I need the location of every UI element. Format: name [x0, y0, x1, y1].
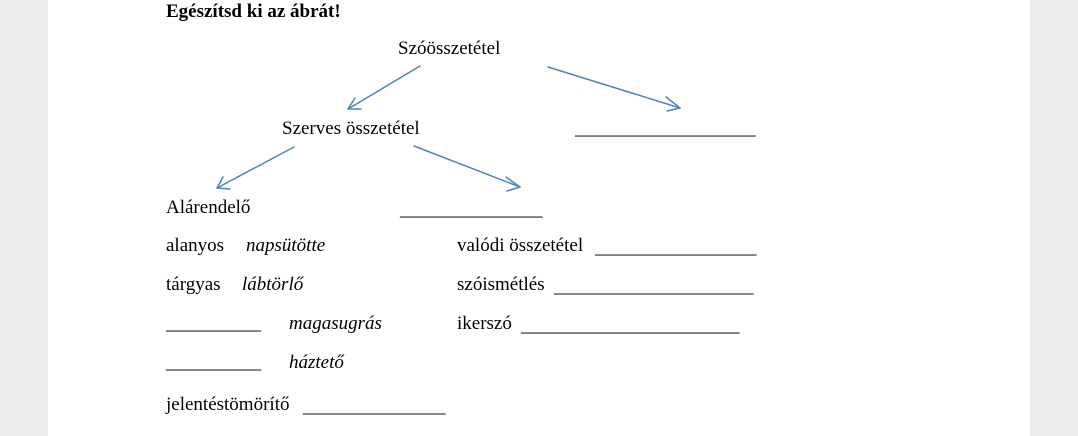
- row-label-valodi-osszetetel: valódi összetétel: [457, 235, 584, 256]
- instruction-heading: Egészítsd ki az ábrát!: [166, 1, 341, 22]
- row-label-szoismetles: szóismétlés: [457, 274, 545, 295]
- level2-left-node: Alárendelő: [166, 197, 251, 218]
- level1-left-node: Szerves összetétel: [282, 118, 420, 139]
- row-blank-szoismetles: _____________________: [554, 276, 754, 297]
- row-label-alanyos: alanyos: [166, 235, 225, 256]
- row-blank-jelentestomorito: _______________: [303, 396, 446, 417]
- row-label-blank-1: __________: [166, 313, 261, 334]
- row-example-labtorlo: lábtörlő: [242, 274, 304, 295]
- root-node-label: Szóösszetétel: [398, 38, 501, 59]
- document-page: [48, 0, 1030, 436]
- level2-right-blank: _______________: [400, 199, 543, 220]
- row-example-haztete: háztető: [289, 352, 344, 373]
- row-label-blank-2: __________: [166, 352, 261, 373]
- row-blank-ikerszo: _______________________: [521, 315, 740, 336]
- level1-right-blank: ___________________: [575, 118, 756, 139]
- row-label-ikerszo: ikerszó: [457, 313, 512, 334]
- row-blank-valodi-osszetetel: _________________: [595, 237, 757, 258]
- row-example-magasugras: magasugrás: [289, 313, 382, 334]
- row-example-napsutotte: napsütötte: [246, 235, 326, 256]
- row-label-targyas: tárgyas: [166, 274, 221, 295]
- row-label-jelentestomorito: jelentéstömörítő: [166, 394, 290, 415]
